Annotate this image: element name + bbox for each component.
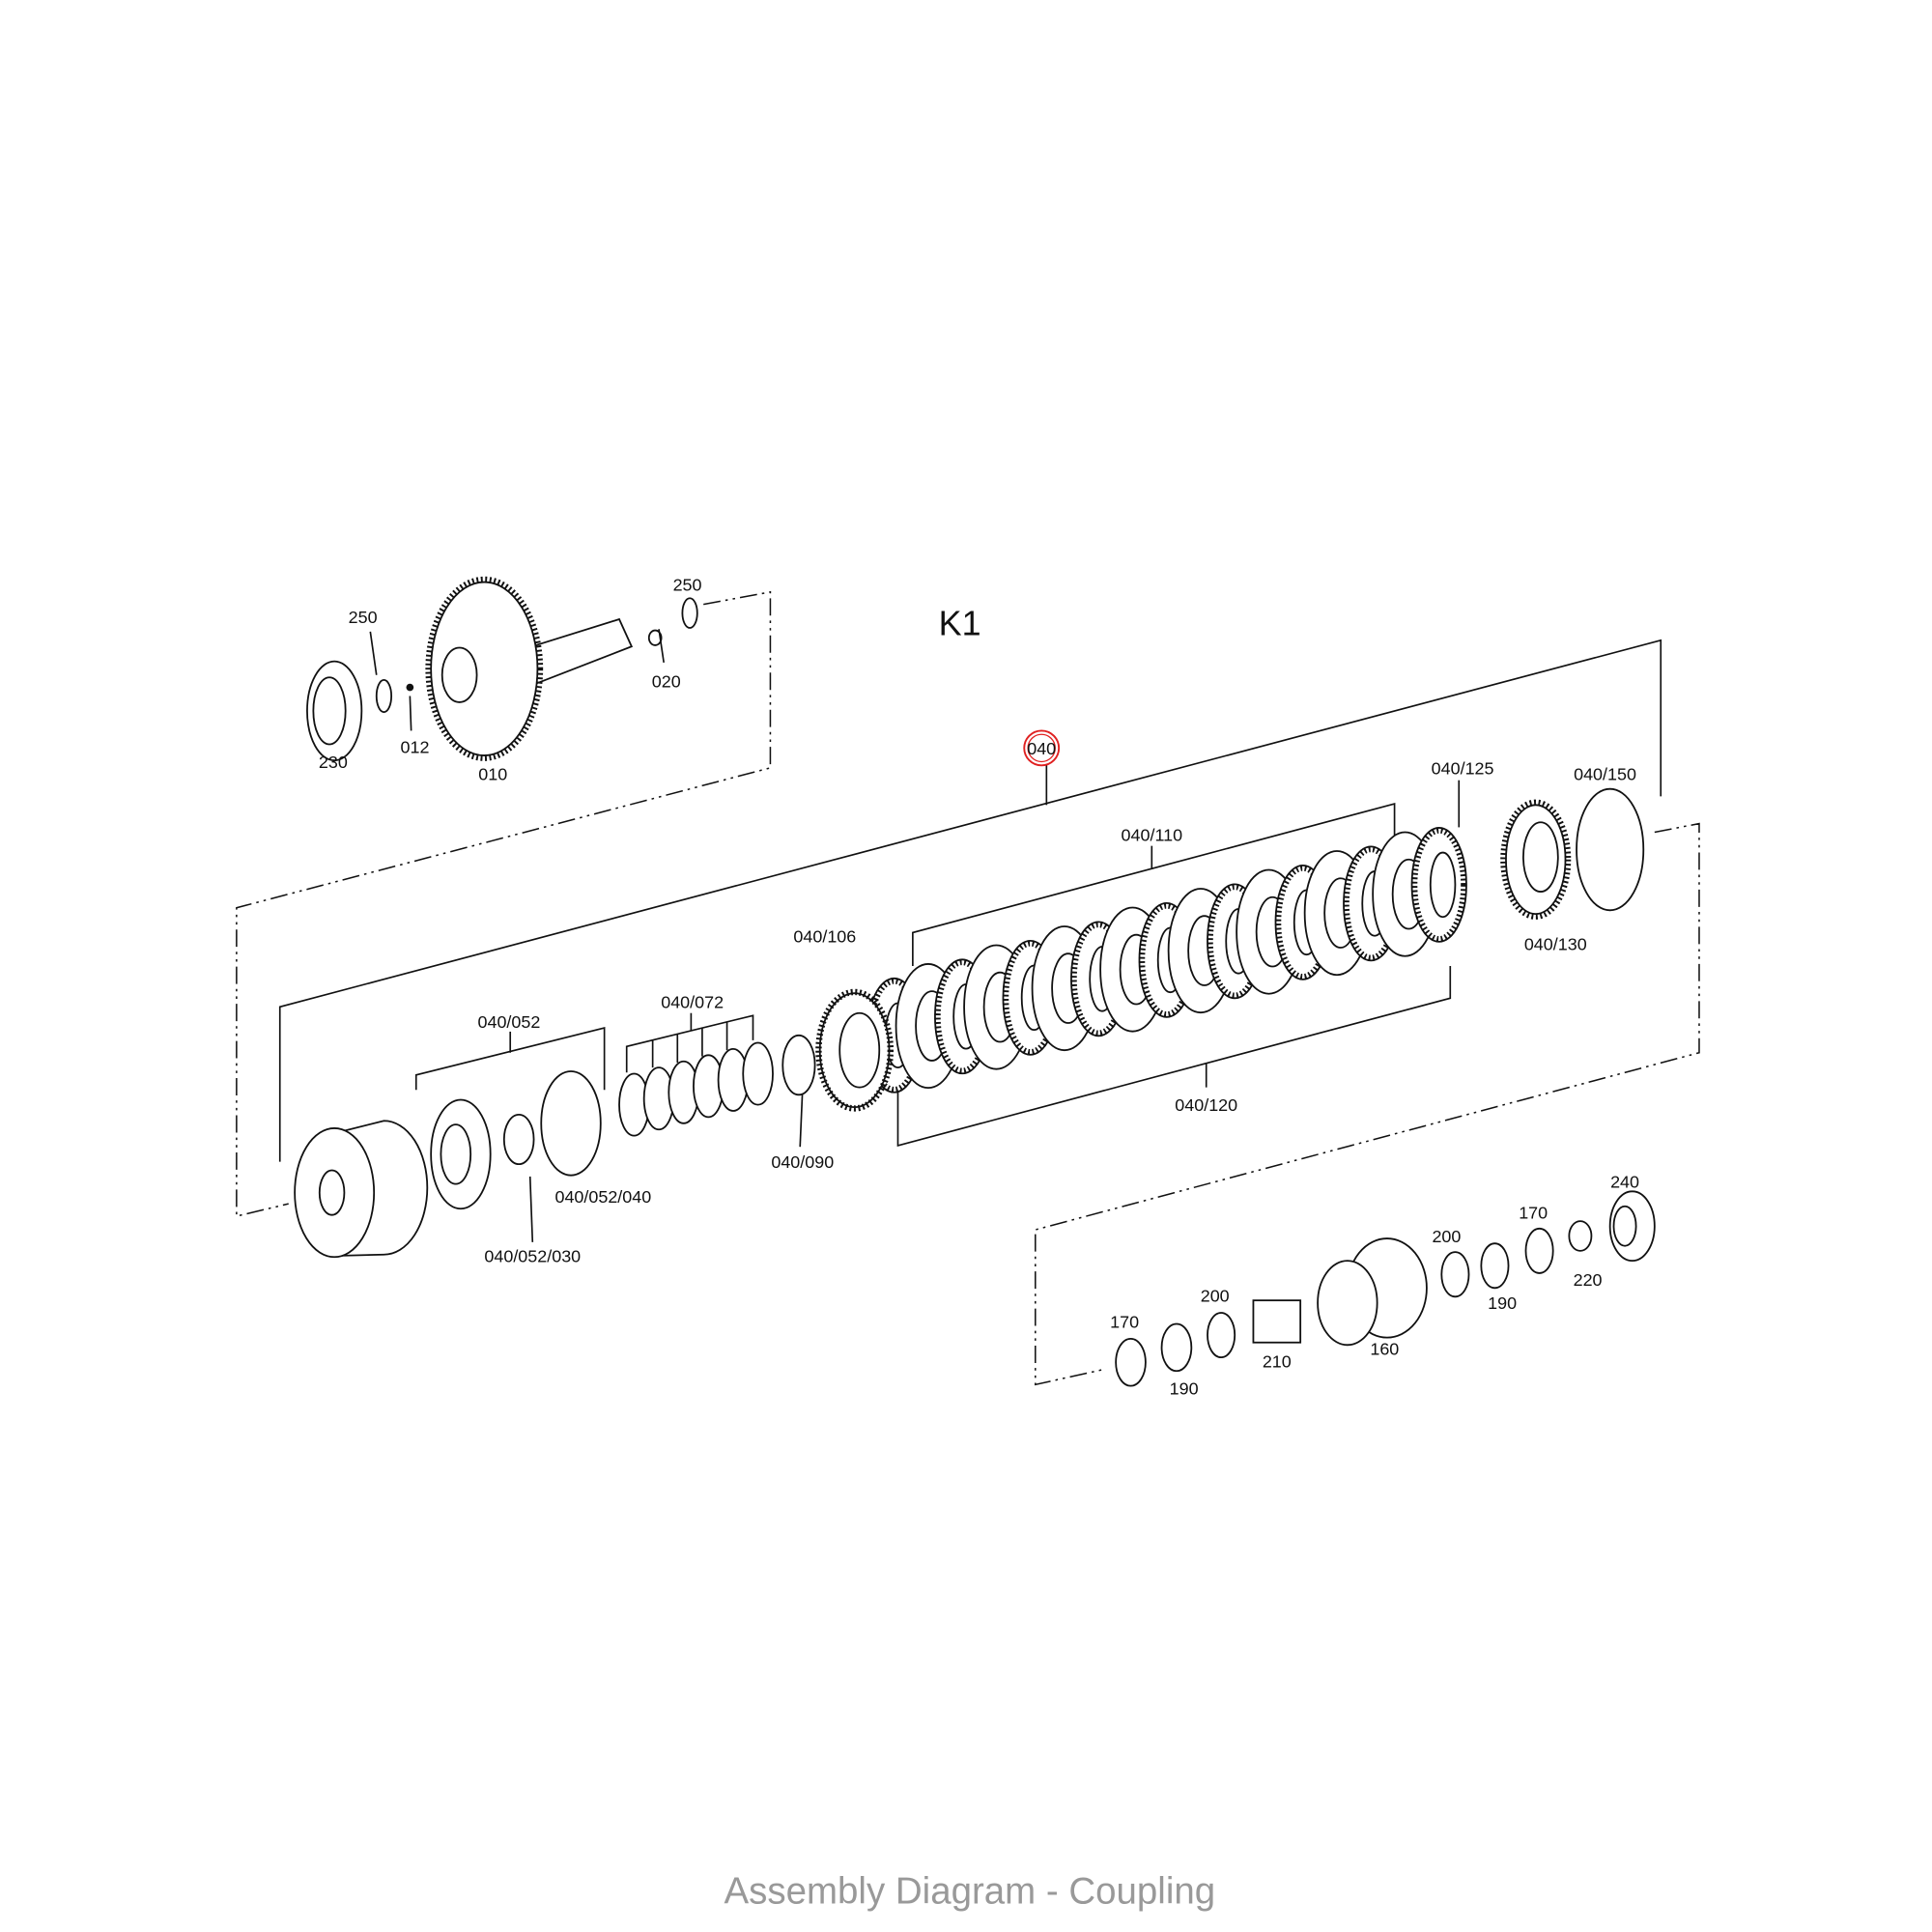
- group-label-k1: K1: [939, 605, 981, 643]
- ring-250[interactable]: [375, 678, 393, 714]
- callout-040-120[interactable]: 040/120: [1175, 1095, 1237, 1115]
- callout-190[interactable]: 190: [1488, 1293, 1517, 1313]
- callout-040-110[interactable]: 040/110: [1122, 826, 1183, 845]
- end-plates: [815, 787, 1645, 1112]
- callout-250[interactable]: 250: [349, 608, 378, 627]
- callout-040-072[interactable]: 040/072: [661, 993, 724, 1012]
- callout-210[interactable]: 210: [1263, 1351, 1292, 1371]
- ball-012[interactable]: [406, 683, 414, 692]
- callout-170[interactable]: 170: [1110, 1312, 1139, 1331]
- spring[interactable]: [742, 1041, 774, 1106]
- callout-040-130[interactable]: 040/130: [1524, 934, 1587, 953]
- group-boundaries: [236, 590, 1700, 1386]
- ring-040-090[interactable]: [781, 1034, 816, 1096]
- callout-040-052-040[interactable]: 040/052/040: [554, 1187, 651, 1207]
- callout-200[interactable]: 200: [1432, 1227, 1461, 1246]
- callout-190[interactable]: 190: [1170, 1379, 1199, 1399]
- callout-230[interactable]: 230: [319, 753, 348, 772]
- callout-040-106[interactable]: 040/106: [793, 927, 856, 947]
- callout-220[interactable]: 220: [1574, 1270, 1603, 1290]
- callout-200[interactable]: 200: [1201, 1286, 1230, 1305]
- callout-040-052-030[interactable]: 040/052/030: [484, 1246, 581, 1265]
- callout-012[interactable]: 012: [401, 737, 430, 756]
- callout-040-090[interactable]: 040/090: [771, 1152, 834, 1172]
- seal-040-052-040[interactable]: [540, 1070, 602, 1177]
- callout-010[interactable]: 010: [478, 765, 507, 784]
- ring-250-b[interactable]: [681, 597, 698, 629]
- diagram-title: Assembly Diagram - Coupling: [724, 1871, 1216, 1913]
- ring-040-150[interactable]: [1576, 787, 1645, 912]
- clutch-housing-group: [294, 1034, 816, 1259]
- callout-170[interactable]: 170: [1519, 1204, 1548, 1223]
- highlight-040-circle[interactable]: [1023, 729, 1061, 767]
- callout-160[interactable]: 160: [1370, 1340, 1399, 1359]
- callout-020[interactable]: 020: [652, 672, 681, 692]
- clutch-plates: [866, 827, 1467, 1094]
- assembly-040-bracket: [278, 639, 1662, 1242]
- callout-250[interactable]: 250: [673, 576, 702, 595]
- seal-040-052-030[interactable]: [502, 1113, 535, 1166]
- callout-040-125[interactable]: 040/125: [1432, 758, 1494, 778]
- hub-group: [1115, 1190, 1656, 1387]
- callout-040-052[interactable]: 040/052: [478, 1012, 541, 1032]
- springs-040-072: [618, 1041, 774, 1137]
- callout-240[interactable]: 240: [1610, 1172, 1639, 1191]
- gear-160[interactable]: [1317, 1260, 1378, 1347]
- callout-040-150[interactable]: 040/150: [1574, 765, 1636, 784]
- shaft-gear-group: [306, 576, 698, 762]
- callout-040[interactable]: 040: [1027, 739, 1056, 758]
